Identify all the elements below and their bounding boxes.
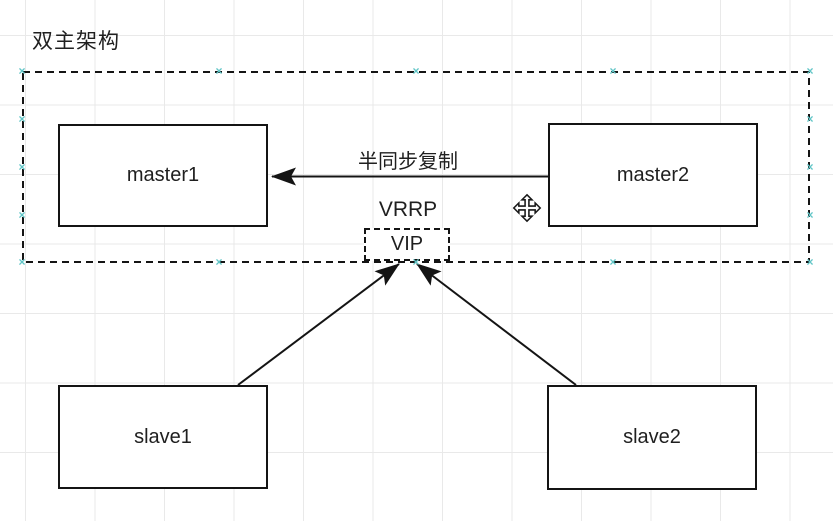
x-selection-handle[interactable]: × <box>806 160 814 174</box>
x-selection-handle[interactable]: × <box>806 208 814 222</box>
edge-label-replication[interactable]: 半同步复制 <box>358 151 458 173</box>
node-master1-label: master1 <box>126 164 200 186</box>
node-master1[interactable]: master1 <box>58 124 268 227</box>
edge-slave1-to-vip[interactable] <box>237 263 400 386</box>
x-selection-handle[interactable]: × <box>806 255 814 269</box>
node-master2-label: master2 <box>616 163 690 186</box>
node-master2[interactable]: master2 <box>548 123 758 227</box>
node-vip[interactable]: VIP <box>364 228 450 261</box>
node-slave1[interactable]: slave1 <box>58 385 268 489</box>
x-selection-handle[interactable]: × <box>18 160 26 174</box>
x-selection-handle[interactable]: × <box>18 255 26 269</box>
x-selection-handle[interactable]: × <box>609 255 617 269</box>
x-selection-handle[interactable]: × <box>806 112 814 126</box>
x-selection-handle[interactable]: × <box>806 64 814 78</box>
x-selection-handle[interactable]: × <box>18 208 26 222</box>
diagram-title[interactable]: 双主架构 <box>32 30 120 53</box>
edge-slave2-to-vip[interactable] <box>416 263 577 386</box>
x-selection-handle[interactable]: × <box>18 112 26 126</box>
x-selection-handle[interactable]: × <box>215 64 223 78</box>
node-slave2-label: slave2 <box>623 426 681 448</box>
node-vip-label: VIP <box>390 233 424 255</box>
x-selection-handle[interactable]: × <box>412 64 420 78</box>
x-selection-handle[interactable]: × <box>609 64 617 78</box>
label-vrrp[interactable]: VRRP <box>378 198 438 221</box>
node-slave1-label: slave1 <box>134 425 192 448</box>
move-cursor-icon <box>512 193 542 223</box>
x-selection-handle[interactable]: × <box>18 64 26 78</box>
node-slave2[interactable]: slave2 <box>547 385 757 490</box>
x-selection-handle[interactable]: × <box>412 255 420 269</box>
x-selection-handle[interactable]: × <box>215 255 223 269</box>
